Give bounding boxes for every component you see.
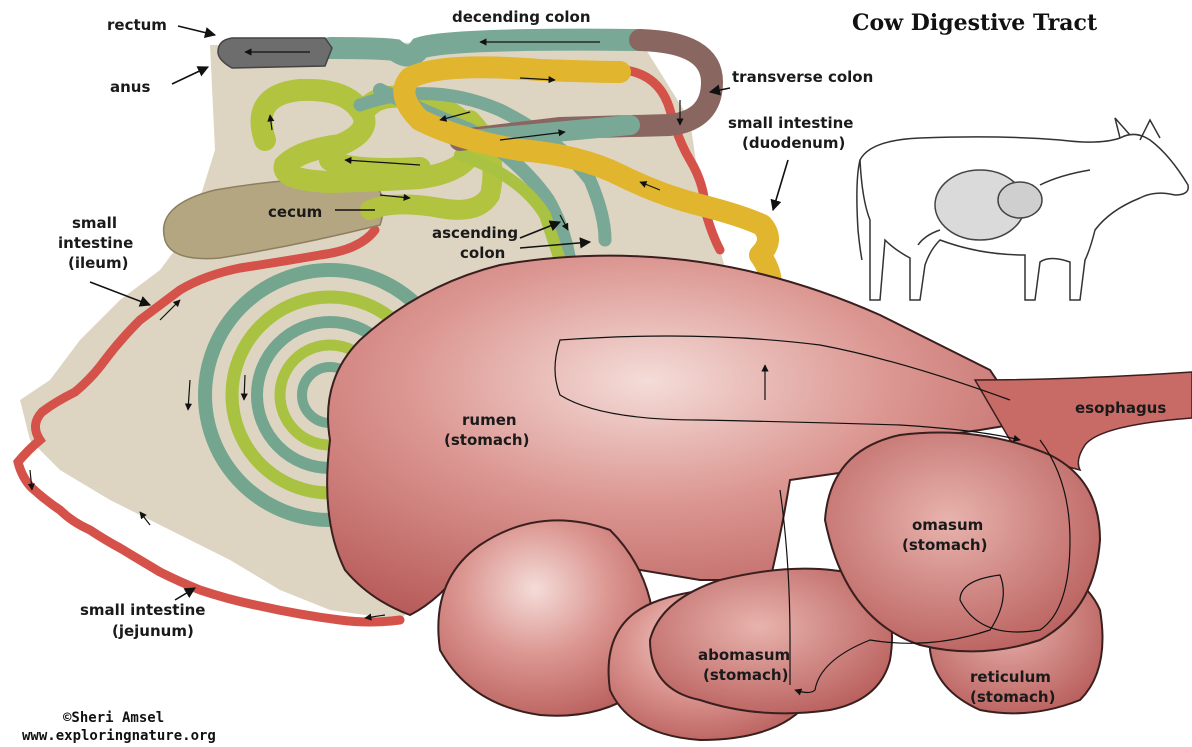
label-omasum-line2: (stomach) — [902, 536, 987, 554]
label-rumen-line1: rumen — [462, 411, 517, 429]
label-decending-colon: decending colon — [452, 8, 591, 26]
label-transverse-colon: transverse colon — [732, 68, 873, 86]
label-ileum-line1: small — [72, 214, 117, 232]
label-rectum: rectum — [107, 16, 167, 34]
label-reticulum-line2: (stomach) — [970, 688, 1055, 706]
label-anus: anus — [110, 78, 150, 96]
label-ileum-line2: intestine — [58, 234, 133, 252]
label-esophagus: esophagus — [1075, 399, 1166, 417]
label-abomasum-line1: abomasum — [698, 646, 790, 664]
cow-inset-illustration — [857, 118, 1188, 300]
credit-website: www.exploringnature.org — [22, 728, 216, 744]
label-ileum-line3: (ileum) — [68, 254, 128, 272]
label-reticulum-line1: reticulum — [970, 668, 1051, 686]
label-duodenum-line1: small intestine — [728, 114, 853, 132]
label-rumen-line2: (stomach) — [444, 431, 529, 449]
rectum — [218, 38, 332, 68]
label-jejunum-line2: (jejunum) — [112, 622, 194, 640]
label-cecum: cecum — [268, 203, 322, 221]
label-jejunum-line1: small intestine — [80, 601, 205, 619]
label-ascending-colon-line2: colon — [460, 244, 505, 262]
label-duodenum-line2: (duodenum) — [742, 134, 845, 152]
diagram-title: Cow Digestive Tract — [852, 10, 1098, 36]
label-abomasum-line2: (stomach) — [703, 666, 788, 684]
label-omasum-line1: omasum — [912, 516, 983, 534]
label-ascending-colon-line1: ascending — [432, 224, 518, 242]
credit-author: ©Sheri Amsel — [63, 710, 164, 726]
